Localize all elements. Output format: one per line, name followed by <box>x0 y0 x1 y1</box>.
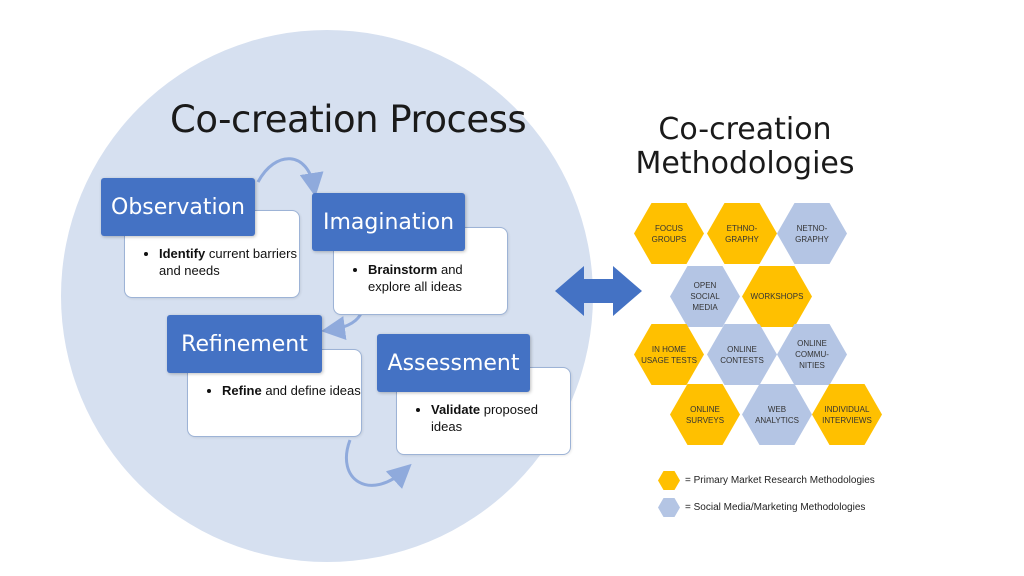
observation-heading: Observation <box>101 178 255 236</box>
hex-online-communities: ONLINE COMMU- NITIES <box>777 324 847 385</box>
curved-arrow-refinement-assessment <box>344 439 412 489</box>
hex-ethnography: ETHNO- GRAPHY <box>707 203 777 264</box>
hex-individual-interviews: INDIVIDUAL INTERVIEWS <box>812 384 882 445</box>
hex-online-surveys: ONLINE SURVEYS <box>670 384 740 445</box>
curved-arrow-observation-imagination <box>256 157 324 197</box>
refinement-bullet: Refine and define ideas <box>222 382 361 399</box>
process-title: Co-creation Process <box>170 98 527 141</box>
refinement-heading: Refinement <box>167 315 322 373</box>
hex-web-analytics: WEB ANALYTICS <box>742 384 812 445</box>
legend-social-label: = Social Media/Marketing Methodologies <box>685 502 866 513</box>
hex-netnography: NETNO- GRAPHY <box>777 203 847 264</box>
legend-primary-label: = Primary Market Research Methodologies <box>685 475 875 486</box>
hex-in-home-usage-tests: IN HOME USAGE TESTS <box>634 324 704 385</box>
hex-open-social-media: OPEN SOCIAL MEDIA <box>670 266 740 327</box>
assessment-bullet: Validate proposed ideas <box>431 401 570 435</box>
observation-bullet: Identify current barriers and needs <box>159 245 299 279</box>
legend-social-swatch <box>658 498 680 517</box>
hex-workshops: WORKSHOPS <box>742 266 812 327</box>
assessment-card: Validate proposed ideas <box>396 367 571 455</box>
legend-primary: = Primary Market Research Methodologies <box>658 471 875 490</box>
assessment-heading: Assessment <box>377 334 530 392</box>
double-arrow <box>555 266 642 316</box>
imagination-bullet: Brainstorm and explore all ideas <box>368 261 507 295</box>
imagination-heading: Imagination <box>312 193 465 251</box>
hex-online-contests: ONLINE CONTESTS <box>707 324 777 385</box>
legend-primary-swatch <box>658 471 680 490</box>
legend-social: = Social Media/Marketing Methodologies <box>658 498 865 517</box>
methodologies-title: Co-creation Methodologies <box>635 112 855 181</box>
hex-focus-groups: FOCUS GROUPS <box>634 203 704 264</box>
